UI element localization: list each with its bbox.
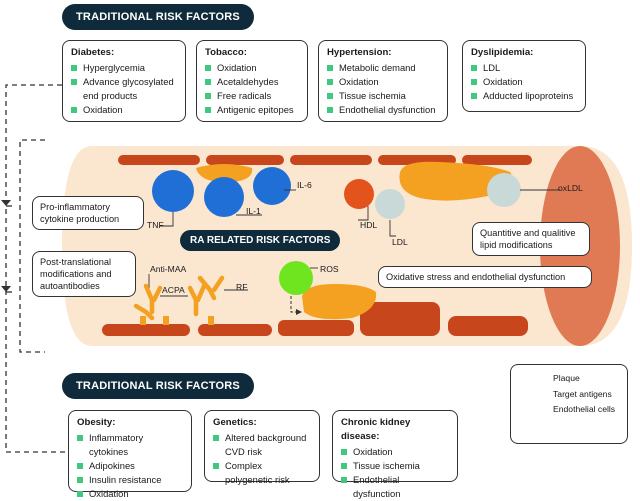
lipid-modifications-tag: Quantitive and qualitive lipid modificat… [472,222,590,256]
obesity-title: Obesity: [77,417,116,428]
dyslipidemia-title: Dyslipidemia: [471,47,534,58]
acpa-label: ACPA [162,285,185,295]
obesity-item: Inflammatory cytokines [89,432,144,457]
oxldl-label: oxLDL [558,183,583,193]
legend: Plaque Target antigens Endothelial cells [510,364,628,444]
tnf-label: TNF [147,220,164,230]
hypertension-item: Endothelial dysfunction [339,104,436,115]
hypertension-item: Metabolic demand [339,62,416,73]
tobacco-item: Antigenic epitopes [217,104,294,115]
genetics-item: Altered background CVD risk [225,432,307,457]
hdl-label: HDL [360,220,378,230]
endothelial-cells-top [118,155,532,165]
ros-circle [279,261,313,295]
tobacco-title: Tobacco: [205,47,247,58]
ldl-circle [375,189,405,219]
post-translational-tag: Post-translational modifications and aut… [32,251,136,297]
ros-label: ROS [320,264,339,274]
obesity-item: Adipokines [89,460,135,471]
ckd-item: Oxidation [353,446,393,457]
hypertension-title: Hypertension: [327,47,392,58]
endothelial-cells-bottom [102,302,528,336]
target-antigens [140,316,214,325]
ra-risk-factors-title: RA RELATED RISK FACTORS [180,230,341,251]
pro-inflammatory-tag: Pro-inflammatory cytokine production [32,196,144,230]
oxldl-circle [487,173,521,207]
diabetes-item: Hyperglycemia [83,62,145,73]
diabetes-box: Diabetes: Hyperglycemia Advance glycosyl… [62,40,186,122]
ckd-item: Endothelial dysfunction [353,474,401,499]
traditional-risk-factors-bottom-title: TRADITIONAL RISK FACTORS [62,373,254,399]
legend-target-antigens: Target antigens [553,389,612,399]
hypertension-box: Hypertension: Metabolic demand Oxidation… [318,40,448,122]
dyslipidemia-item: LDL [483,62,501,73]
diabetes-item: Oxidation [83,104,123,115]
obesity-item: Insulin resistance [89,474,162,485]
hypertension-item: Tissue ischemia [339,90,406,101]
dyslipidemia-box: Dyslipidemia: LDL Oxidation Adducted lip… [462,40,586,112]
ckd-title: Chronic kidney disease: [341,417,411,442]
oxidative-stress-tag: Oxidative stress and endothelial dysfunc… [378,266,592,288]
il6-circle [253,167,291,205]
tnf-circle [152,170,194,212]
legend-endothelial-cells: Endothelial cells [553,404,616,414]
obesity-item: Oxidation [89,488,129,499]
genetics-item: Complex polygenetic risk [225,460,290,485]
il6-label: IL-6 [297,180,312,190]
legend-plaque: Plaque [553,373,580,383]
connector-arrows [1,200,11,292]
chronic-kidney-disease-box: Chronic kidney disease: Oxidation Tissue… [332,410,458,499]
anti-maa-label: Anti-MAA [150,264,187,274]
tobacco-box: Tobacco: Oxidation Acetaldehydes Free ra… [196,40,308,122]
leader-lines [148,189,560,297]
plaques [196,161,513,320]
obesity-box: Obesity: Inflammatory cytokines Adipokin… [68,410,192,499]
hypertension-item: Oxidation [339,76,379,87]
hdl-circle [344,179,374,209]
il1-label: IL-1 [246,206,261,216]
tobacco-item: Oxidation [217,62,257,73]
dyslipidemia-item: Adducted lipoproteins [483,90,574,101]
il1-circle [204,177,244,217]
genetics-title: Genetics: [213,417,257,428]
rf-label: RF [236,282,248,292]
diabetes-item: Advance glycosylated end products [83,76,174,101]
antibodies [133,275,225,321]
genetics-box: Genetics: Altered background CVD risk Co… [204,410,320,485]
tobacco-item: Free radicals [217,90,272,101]
diabetes-title: Diabetes: [71,47,115,58]
dyslipidemia-item: Oxidation [483,76,523,87]
ckd-item: Tissue ischemia [353,460,420,471]
dashed-connectors [5,84,68,453]
traditional-risk-factors-top-title: TRADITIONAL RISK FACTORS [62,4,254,30]
ldl-label: LDL [392,237,408,247]
tobacco-item: Acetaldehydes [217,76,279,87]
